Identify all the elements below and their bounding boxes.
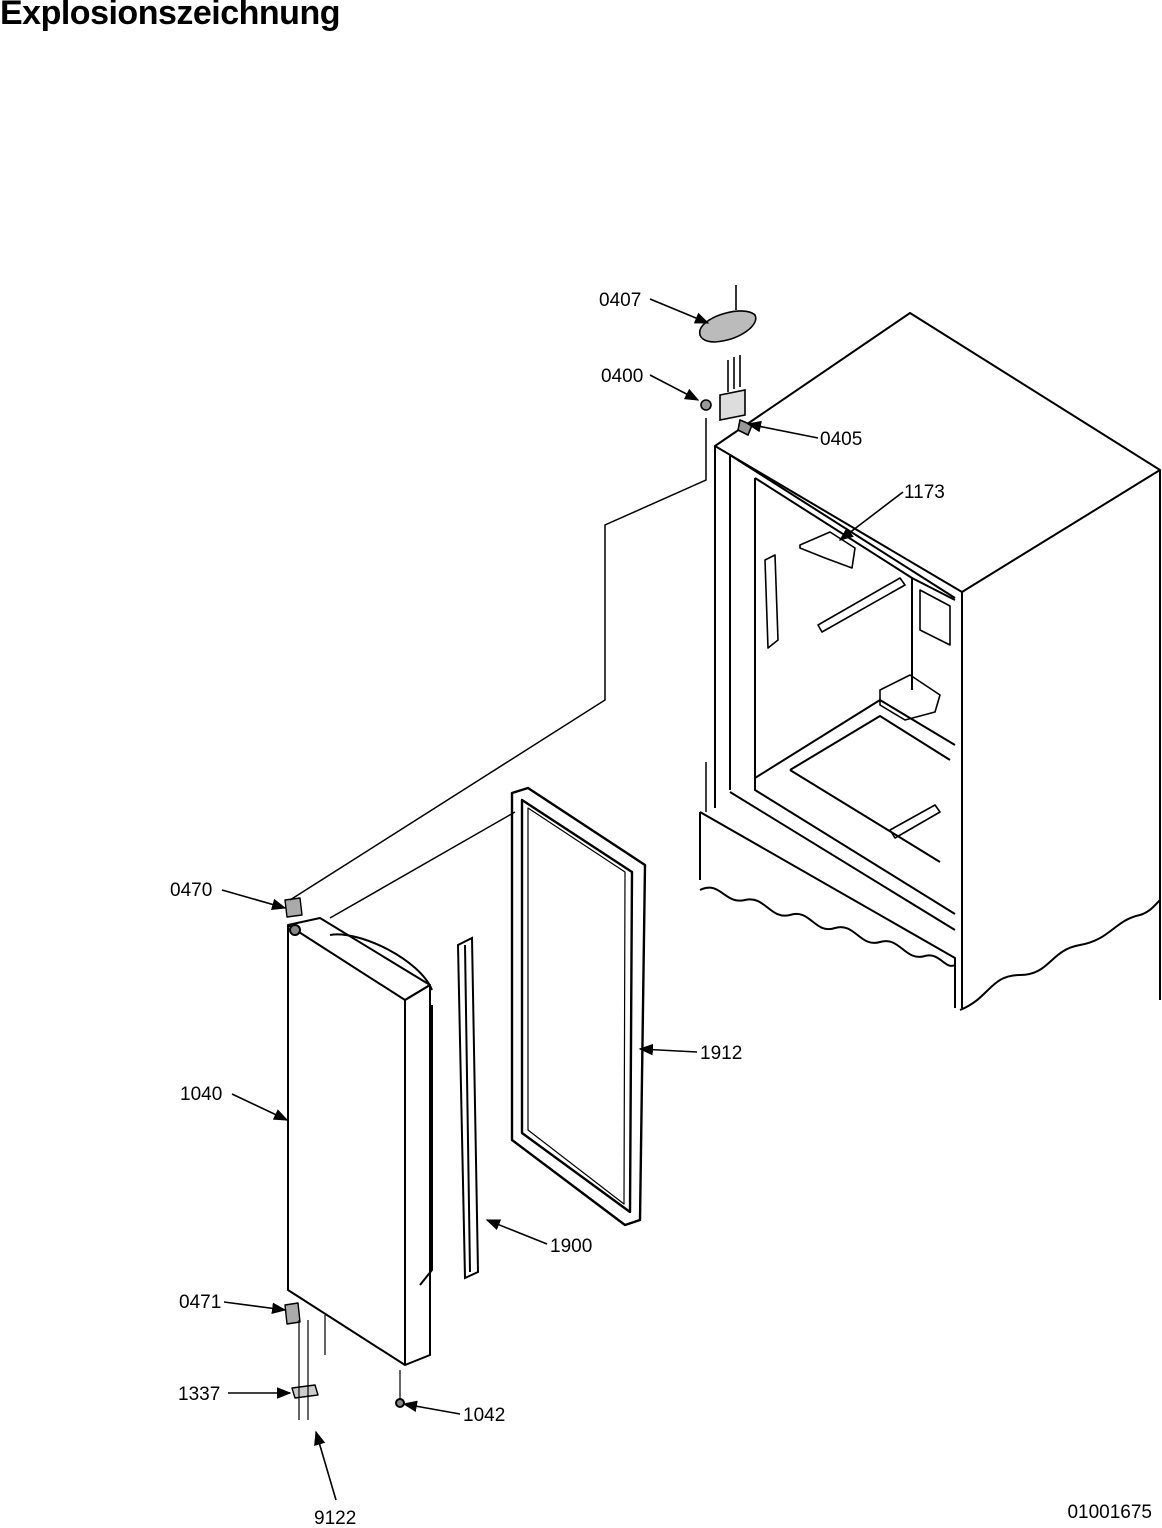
door-gasket [510,786,647,1227]
page-title: Explosionszeichnung [0,0,340,32]
assembly-lines [289,418,707,919]
callout-0407: 0407 [599,290,641,311]
callout-1912: 1912 [700,1043,742,1064]
callout-labels: 0407 0400 0405 1173 0470 1912 1040 1900 … [170,290,945,1528]
callout-1337: 1337 [178,1384,220,1405]
callout-arrows [221,298,904,1501]
callout-9122: 9122 [314,1508,356,1528]
callout-1042: 1042 [463,1405,505,1426]
callout-0471: 0471 [179,1292,221,1313]
door-strip [456,936,480,1280]
callout-0470: 0470 [170,880,212,901]
document-number: 01001675 [1067,1502,1152,1523]
callout-1173: 1173 [904,482,945,503]
cabinet [699,312,1161,1011]
callout-1900: 1900 [550,1236,592,1257]
top-hinge-parts [698,285,757,437]
callout-1040: 1040 [180,1084,222,1105]
door [284,897,433,1420]
callout-0405: 0405 [820,429,862,450]
callout-0400: 0400 [601,366,643,387]
